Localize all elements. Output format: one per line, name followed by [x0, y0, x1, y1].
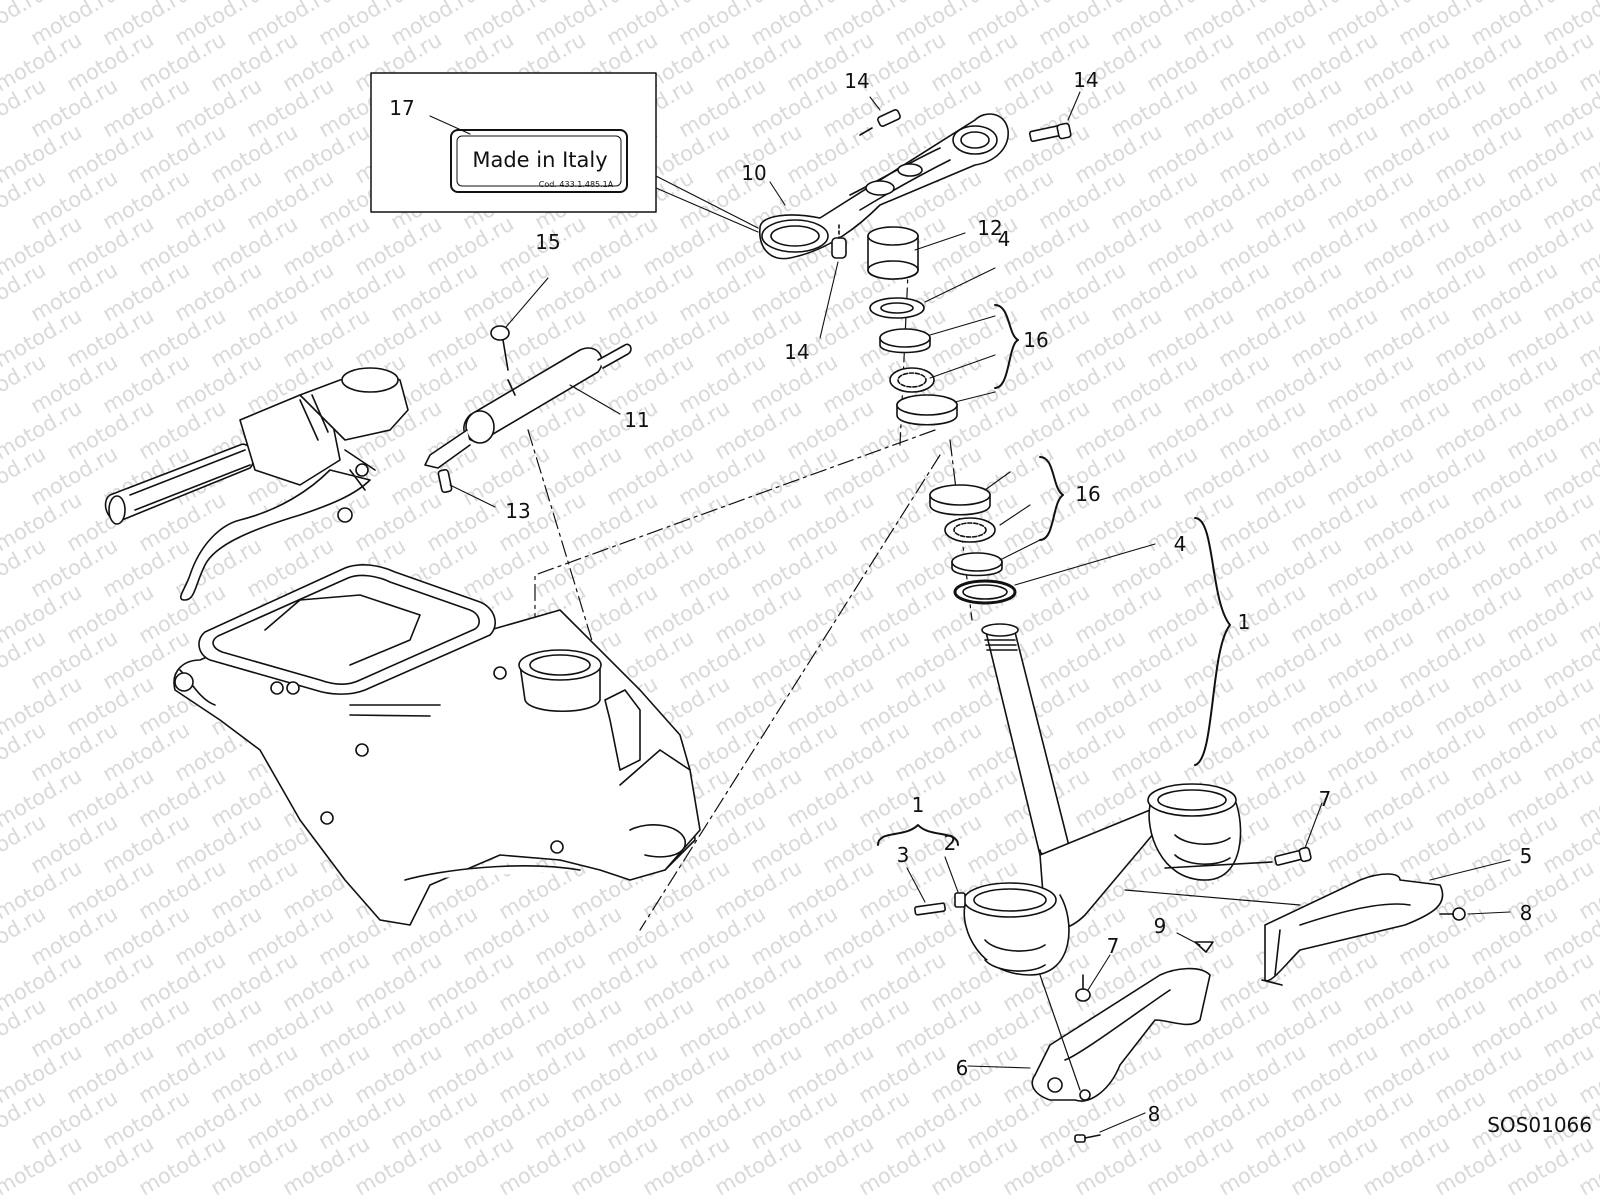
plate-code-text: Cod. 433.1.485.1A: [539, 180, 614, 189]
callout-7-lower: 7: [1107, 934, 1120, 958]
callout-16-upper: 16: [1023, 328, 1048, 352]
callout-14-bottom: 14: [784, 340, 809, 364]
callout-11: 11: [624, 408, 649, 432]
screw-8-bottom: [1075, 1135, 1100, 1142]
label-plate-inset: [371, 73, 656, 212]
callout-15: 15: [535, 230, 560, 254]
callout-10: 10: [741, 161, 766, 185]
callout-7-right: 7: [1319, 787, 1332, 811]
drawing-code: SOS01066: [1487, 1113, 1592, 1137]
made-in-italy-text: Made in Italy: [472, 148, 607, 172]
callout-6: 6: [956, 1056, 969, 1080]
callout-8-bottom: 8: [1148, 1102, 1161, 1126]
callout-9: 9: [1154, 914, 1167, 938]
callout-4-lower: 4: [1174, 532, 1187, 556]
callout-4-upper: 4: [998, 227, 1011, 251]
callout-3: 3: [897, 843, 910, 867]
callout-17: 17: [389, 96, 414, 120]
callout-5: 5: [1520, 844, 1533, 868]
top-nut-cap: [868, 227, 918, 279]
callout-13: 13: [505, 499, 530, 523]
callout-16-lower: 16: [1075, 482, 1100, 506]
pin-2: [955, 893, 965, 907]
callout-2: 2: [944, 831, 957, 855]
callout-1-main: 1: [1238, 610, 1251, 634]
callout-14-right: 14: [1073, 68, 1098, 92]
callout-1-group: 1: [912, 793, 925, 817]
callout-8-right: 8: [1520, 901, 1533, 925]
callout-14-top: 14: [844, 69, 869, 93]
